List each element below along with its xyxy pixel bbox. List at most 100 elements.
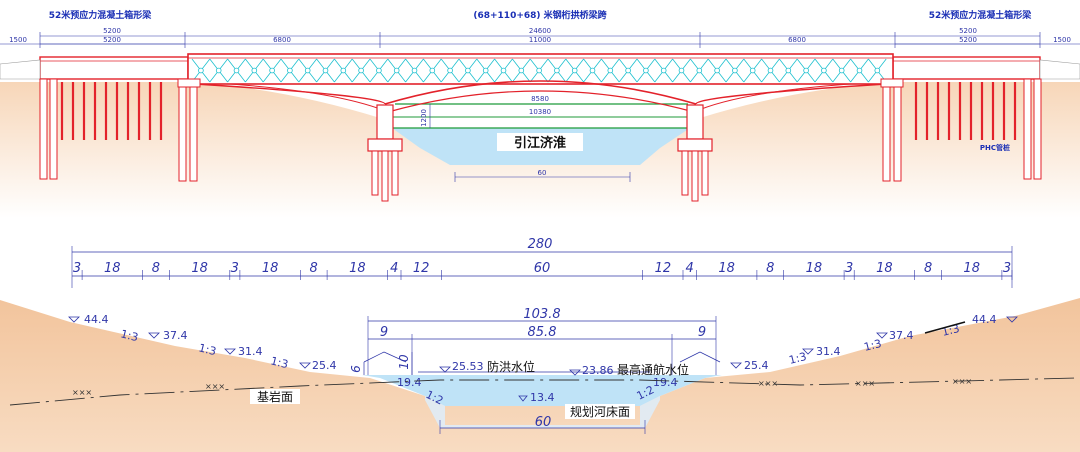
dim-height-6: 6	[349, 365, 363, 373]
elev-right-3: 31.4	[816, 345, 841, 358]
elev-left-3: 31.4	[238, 345, 263, 358]
segment-dim-label: 8	[310, 261, 318, 276]
side-pier-right	[880, 78, 904, 182]
segment-dim-label: 12	[655, 261, 672, 276]
slope-right-mark	[924, 321, 966, 334]
right-box-girder	[892, 56, 1041, 80]
elev-step-right: 19.4	[653, 376, 678, 389]
bedrock-label-bg	[250, 389, 300, 404]
segment-dim-label: 18	[806, 261, 823, 276]
dim-clear-height: 1200	[420, 109, 428, 127]
section-water	[362, 375, 722, 406]
elevation-soil	[0, 82, 1080, 218]
dim-end-right: 1500	[1053, 36, 1071, 44]
bed-label: 规划河床面	[570, 404, 630, 419]
dim-clear-width-upper: 8580	[531, 95, 549, 103]
main-pier-left	[367, 104, 403, 202]
side-pier-left	[177, 78, 201, 182]
bedrock-mark-4: ×××	[855, 379, 875, 388]
segment-dim-label: 8	[152, 261, 160, 276]
segment-dim-label: 60	[534, 261, 551, 276]
left-abutment-end	[0, 59, 41, 80]
elev-step-left: 19.4	[397, 376, 422, 389]
dim-height-10: 10	[397, 354, 411, 370]
elev-left-2: 37.4	[163, 329, 188, 342]
dim-mid-width: 85.8	[528, 325, 557, 340]
flood-level-label: 防洪水位	[487, 359, 535, 374]
dim-total-width: 280	[528, 237, 553, 252]
slope-left-2: 1:3	[197, 341, 217, 358]
dim-end-left: 1500	[9, 36, 27, 44]
segment-dim-label: 3	[845, 261, 853, 276]
segment-dim-label: 18	[963, 261, 980, 276]
pile-label: PHC管桩	[980, 143, 1010, 152]
dim-berm-left: 9	[380, 325, 388, 340]
elev-bed: 13.4	[530, 391, 555, 404]
elev-left-4: 25.4	[312, 359, 337, 372]
segment-dim-label: 18	[191, 261, 208, 276]
title-main-span: (68+110+68) 米钢桁拱桥梁跨	[473, 9, 607, 21]
segment-dimensions: 3 18 8 18 3 18 8 18 4 12 60 12 4 18 8 18 3 18 8 18 3	[73, 261, 1013, 280]
nav-level-value: 23.86	[582, 364, 614, 377]
segment-dim-label: 18	[876, 261, 893, 276]
segment-dim-label: 3	[231, 261, 239, 276]
dim-side-span-right: 6800	[788, 36, 806, 44]
segment-dim-label: 4	[686, 261, 694, 276]
slope-left-1: 1:3	[119, 327, 139, 344]
slope-right-1: 1:3	[941, 322, 961, 339]
abutment-pile-right-outer	[1023, 78, 1042, 180]
segment-dim-label: 18	[262, 261, 279, 276]
elev-right-top: 44.4	[972, 313, 997, 326]
bedrock-mark-5: ×××	[952, 377, 972, 386]
top-dimension-lines	[0, 32, 1080, 48]
dim-clear-width-lower: 10380	[529, 108, 551, 116]
dim-bed-width: 60	[535, 415, 552, 430]
segment-dim-label: 18	[718, 261, 735, 276]
section-soil	[0, 298, 1080, 452]
segment-dim-label: 12	[413, 261, 430, 276]
flood-level-value: 25.53	[452, 360, 484, 373]
dim-total-span: 24600	[529, 27, 551, 35]
elev-right-2: 37.4	[889, 329, 914, 342]
slope-right-2: 1:3	[863, 337, 883, 354]
dim-side-span-left: 6800	[273, 36, 291, 44]
title-right-span: 52米预应力混凝土箱形梁	[929, 9, 1033, 21]
dim-right-span-inner: 5200	[959, 36, 977, 44]
phc-piles	[60, 82, 1017, 140]
nav-level-label: 最高通航水位	[617, 362, 689, 377]
right-abutment-end	[1039, 59, 1080, 80]
elev-left-top: 44.4	[84, 313, 109, 326]
dim-right-span: 5200	[959, 27, 977, 35]
bed-label-bg	[565, 404, 635, 419]
dim-left-span: 5200	[103, 27, 121, 35]
segment-dim-label: 3	[1003, 261, 1011, 276]
segment-dim-label: 18	[349, 261, 366, 276]
slope-left-3: 1:3	[269, 354, 289, 371]
bedrock-mark-3: ×××	[758, 379, 778, 388]
slope-right-3: 1:3	[788, 350, 808, 367]
bedrock-line	[9, 377, 1076, 406]
bedrock-mark-2: ×××	[205, 382, 225, 391]
elev-right-4: 25.4	[744, 359, 769, 372]
left-box-girder	[39, 56, 189, 80]
dim-top-width: 103.8	[523, 307, 560, 322]
elevation-view: 52米预应力混凝土箱形梁 (68+110+68) 米钢桁拱桥梁跨 52米预应力混…	[0, 9, 1080, 218]
river-label-box	[497, 133, 583, 151]
segment-dim-label: 8	[766, 261, 774, 276]
steel-truss	[187, 53, 894, 113]
segment-dim-label: 3	[73, 261, 81, 276]
bedrock-label: 基岩面	[257, 389, 293, 404]
segment-dim-label: 18	[104, 261, 121, 276]
abutment-pile-left-outer	[39, 78, 58, 180]
segment-dim-label: 8	[924, 261, 932, 276]
dim-main-span: 11000	[529, 36, 551, 44]
title-left-span: 52米预应力混凝土箱形梁	[49, 9, 153, 21]
segment-dim-label: 4	[390, 261, 398, 276]
main-pier-right	[677, 104, 713, 202]
dim-berm-right: 9	[698, 325, 706, 340]
bedrock-mark-1: ×××	[72, 388, 92, 397]
dim-channel-width: 60	[538, 169, 547, 177]
dim-left-span-inner: 5200	[103, 36, 121, 44]
